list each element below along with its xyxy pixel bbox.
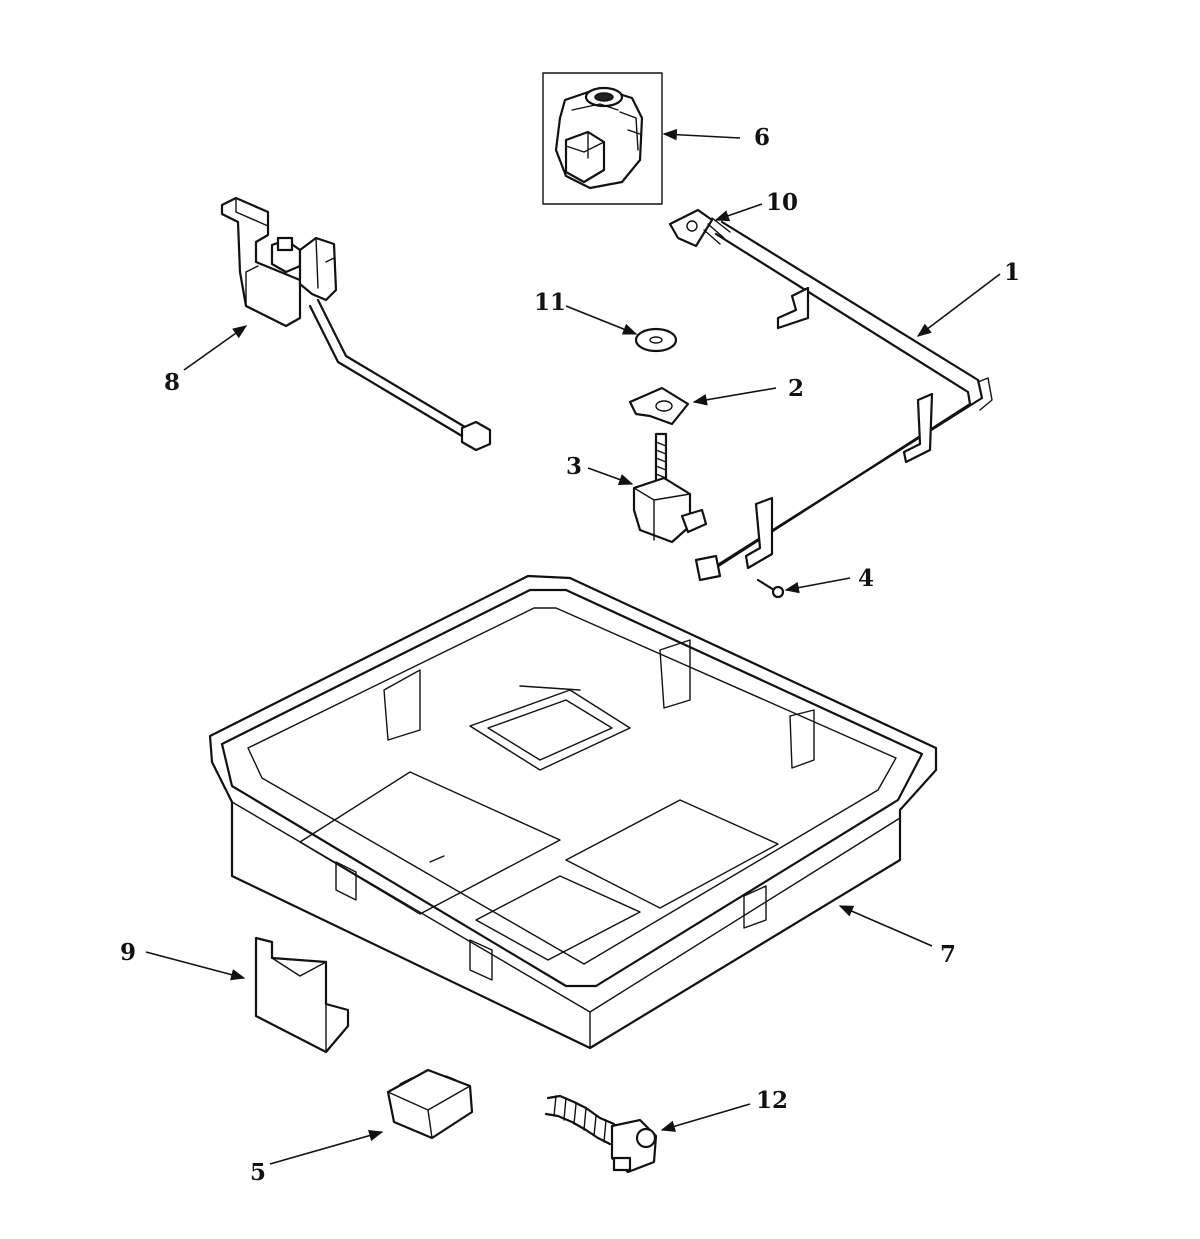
part-11-washer [634,327,678,353]
leader-2 [692,387,777,406]
leader-4 [784,577,851,594]
part-1-manifold-pipe [694,217,993,582]
part-4-screw [756,578,785,599]
leader-3 [587,467,634,485]
leader-1 [916,273,1001,337]
callout-12: 12 [756,1087,788,1114]
leader-10 [714,203,763,222]
callout-11: 11 [534,289,566,316]
callout-3: 3 [566,453,582,480]
callout-10: 10 [766,189,798,216]
callout-5: 5 [250,1159,266,1186]
part-2-clip [628,386,690,426]
callout-4: 4 [858,565,874,592]
callout-7: 7 [940,941,956,968]
leader-6 [662,128,741,141]
leader-11 [565,305,638,335]
leader-8 [183,325,248,371]
callout-9: 9 [120,939,136,966]
leader-9 [145,951,246,981]
part-7-burner-tray [208,574,938,1050]
part-12-flex-connector [544,1094,658,1174]
callout-6: 6 [754,124,770,151]
part-9-shield [254,936,350,1054]
part-10-bracket-plate [668,208,714,248]
leader-5 [269,1130,384,1165]
part-8-valve-bracket [220,196,492,452]
leader-12 [660,1103,751,1132]
callout-1: 1 [1004,259,1020,286]
callout-8: 8 [164,369,180,396]
callout-2: 2 [788,375,804,402]
part-3-valve [632,432,708,544]
part-5-block [386,1068,474,1140]
leader-7 [838,905,933,947]
part-6-pressure-regulator [542,72,663,205]
